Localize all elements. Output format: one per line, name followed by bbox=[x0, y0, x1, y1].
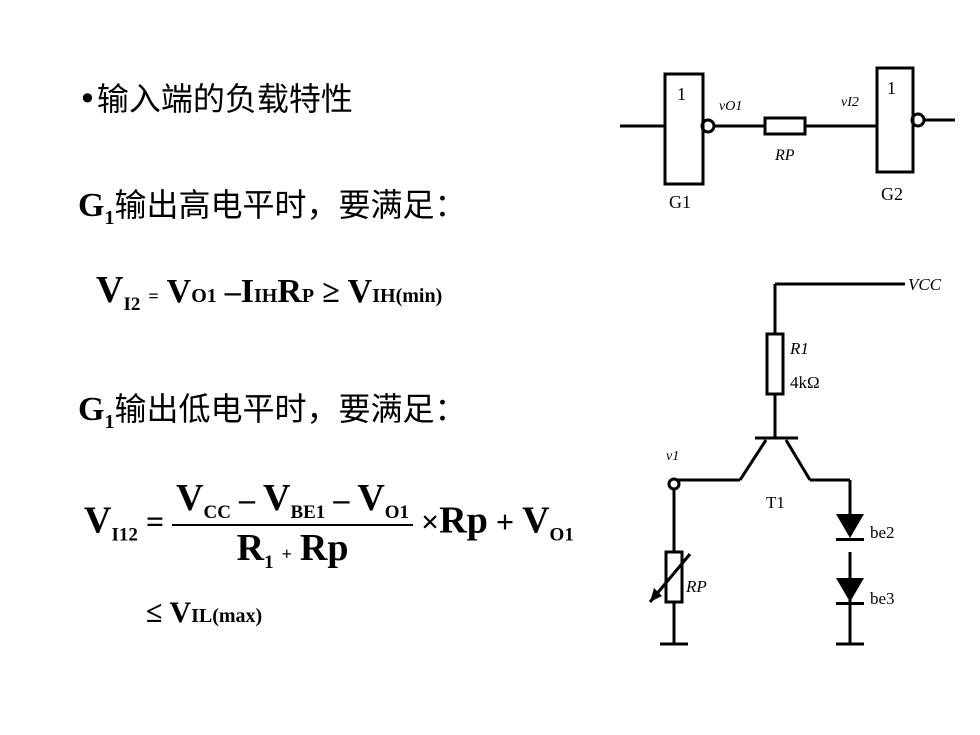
v1-terminal bbox=[667, 477, 681, 491]
equation-high: VI2 = VO1 –IIHRP ≥ VIH(min) bbox=[96, 269, 443, 315]
be3-label: be3 bbox=[870, 589, 895, 608]
r1-resistor bbox=[765, 332, 785, 396]
vi2-label: vI2 bbox=[841, 95, 859, 110]
input-circuit-figure: VCC R1 4kΩ v1 T1 RP be2 be3 bbox=[648, 275, 942, 646]
vcc-label: VCC bbox=[908, 275, 942, 294]
be2-diode bbox=[836, 514, 864, 538]
case-low-heading: G1输出低电平时，要满足： bbox=[78, 390, 467, 433]
numerator: VCC – VBE1 – VO1 bbox=[172, 476, 414, 526]
be3-diode bbox=[836, 578, 864, 602]
r1-label: R1 bbox=[789, 339, 809, 358]
gates-figure: 1 1 vO1 vI2 RP G1 G2 bbox=[620, 66, 955, 212]
case-high-heading: G1输出高电平时，要满足： bbox=[78, 186, 467, 229]
rp-label: RP bbox=[774, 147, 795, 164]
fraction: VCC – VBE1 – VO1 R1 + Rp bbox=[172, 476, 414, 574]
g2-name: G2 bbox=[881, 184, 903, 204]
g1-name: G1 bbox=[669, 192, 691, 212]
v1-label: v1 bbox=[666, 449, 679, 464]
g1-label-1: 1 bbox=[677, 84, 686, 104]
t1-label: T1 bbox=[766, 493, 785, 512]
equation-low: VI12 = VCC – VBE1 – VO1 R1 + Rp ×Rp + VO… bbox=[84, 476, 574, 574]
be2-label: be2 bbox=[870, 523, 895, 542]
rp-resistor bbox=[763, 116, 807, 136]
equation-low-limit: ≤ VIL(max) bbox=[146, 596, 263, 629]
g2-label-1: 1 bbox=[887, 78, 896, 98]
bullet: • bbox=[78, 80, 97, 118]
rp-circuit-label: RP bbox=[685, 577, 707, 596]
vo1-label: vO1 bbox=[719, 99, 742, 114]
title-line: •输入端的负载特性 bbox=[78, 74, 353, 120]
slide-title: 输入端的负载特性 bbox=[96, 80, 353, 118]
denominator: R1 + Rp bbox=[236, 527, 349, 573]
r1-value: 4kΩ bbox=[790, 373, 820, 392]
rp-variable-resistor bbox=[664, 550, 684, 604]
